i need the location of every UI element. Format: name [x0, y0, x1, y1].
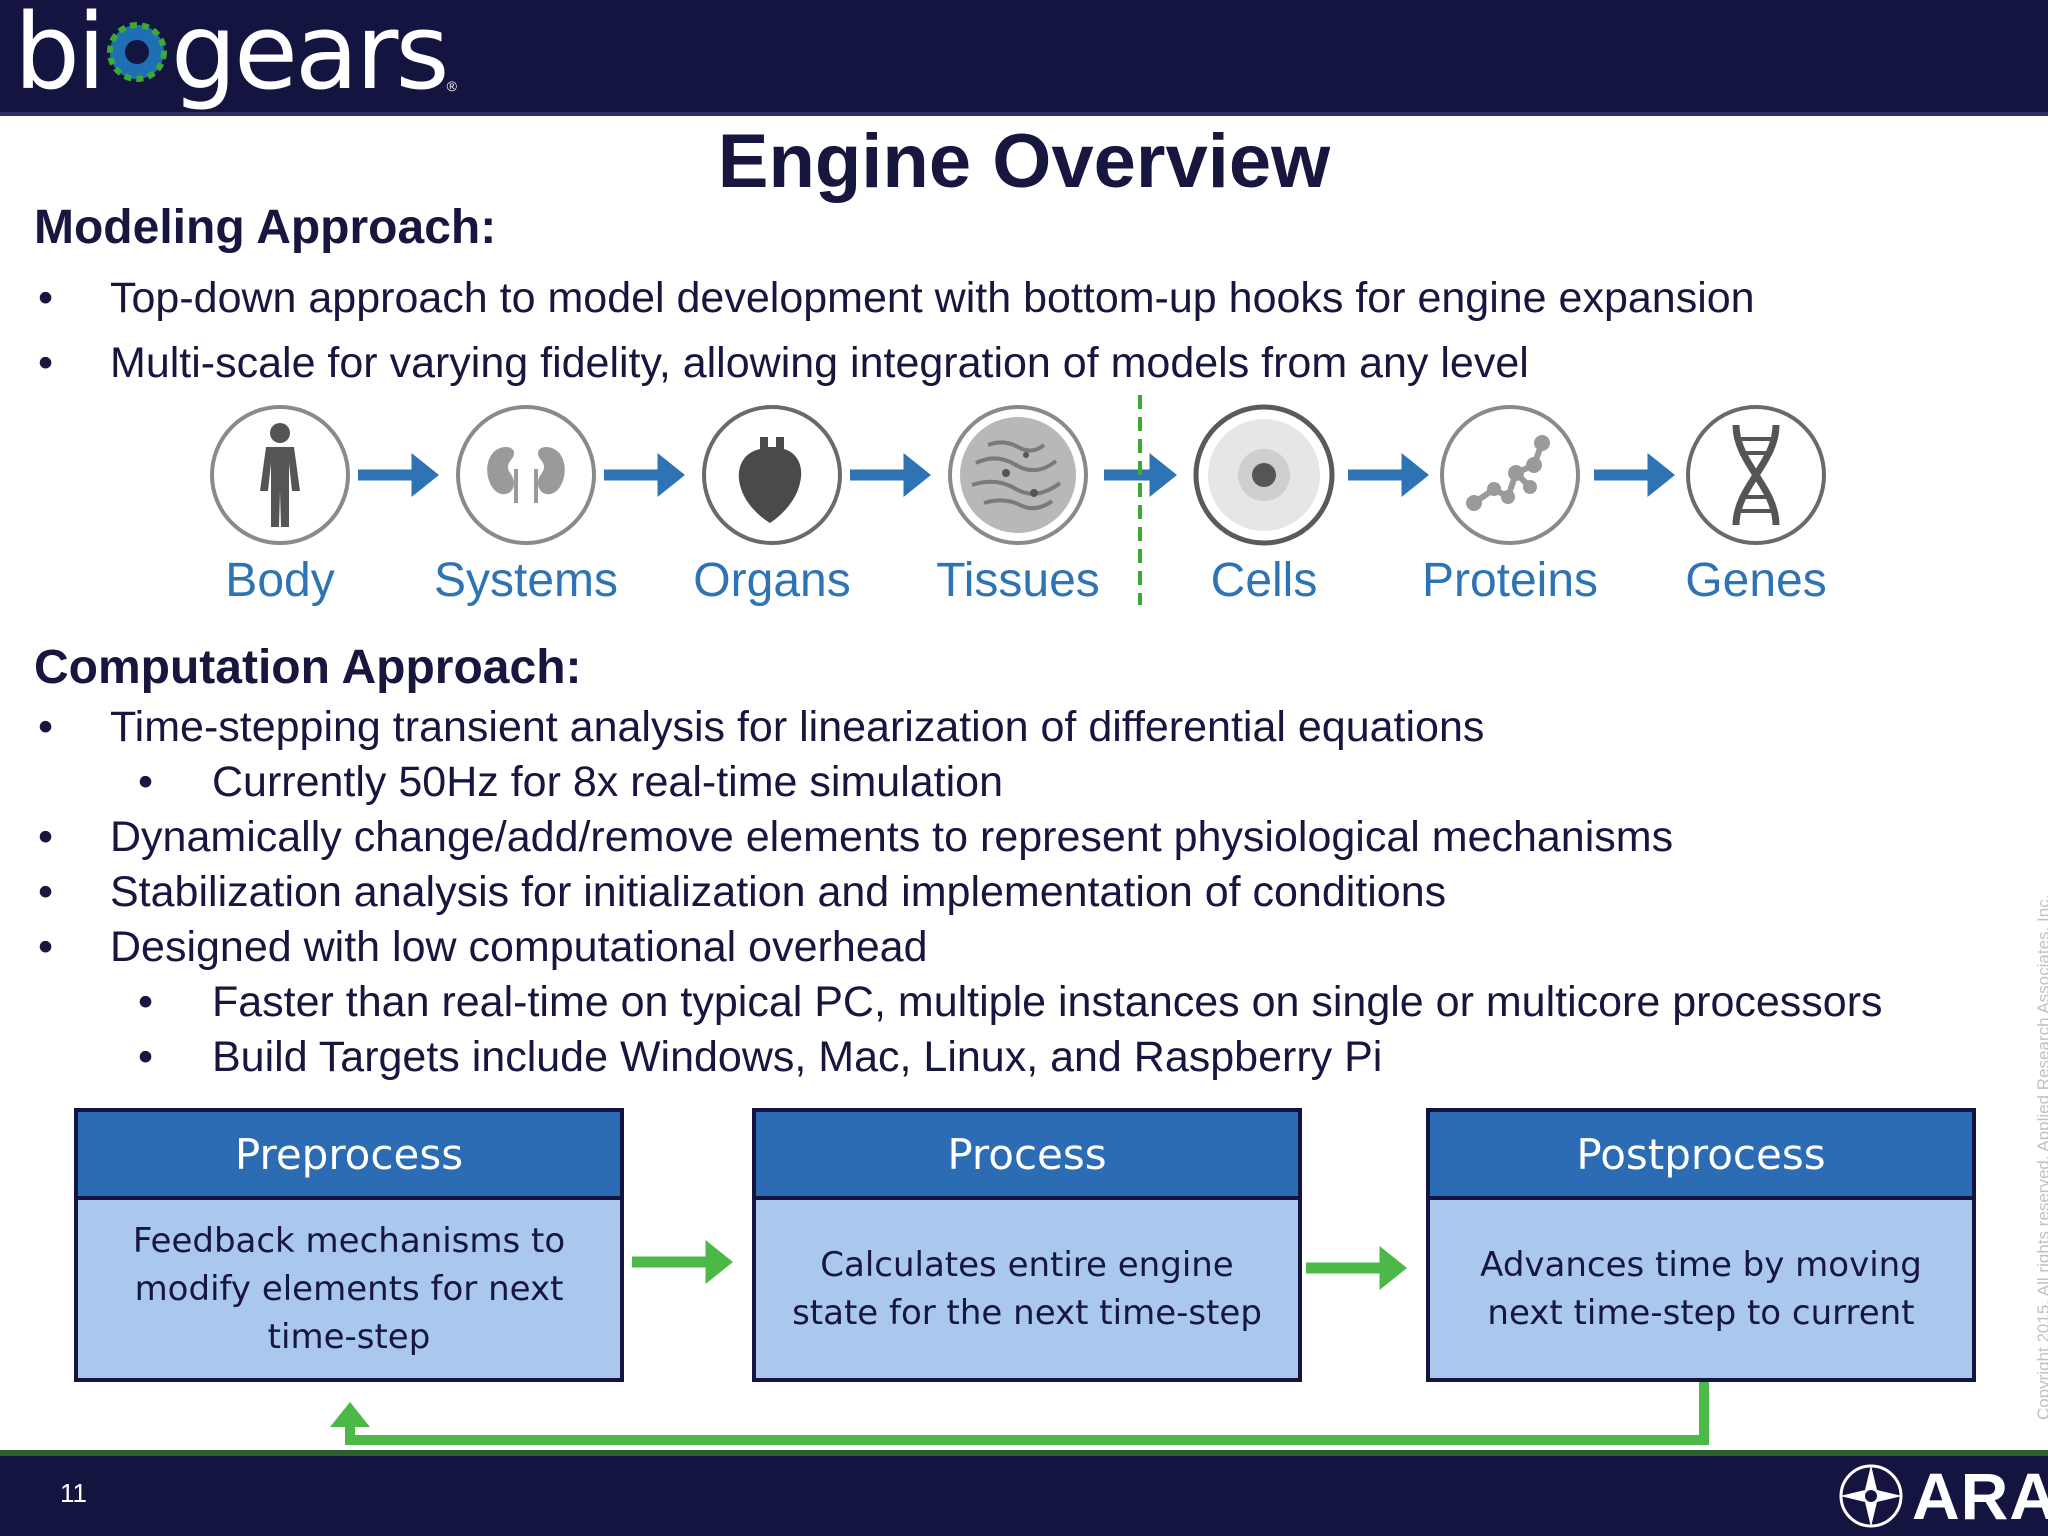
bullet-dot: •	[38, 813, 54, 861]
protein-icon	[1440, 405, 1580, 545]
computation-bullet-4: • Designed with low computational overhe…	[38, 923, 928, 972]
biogears-logo: bi gears ®	[14, 0, 457, 108]
bullet-text: Build Targets include Windows, Mac, Linu…	[212, 1033, 1383, 1081]
postprocess-description: Advances time by moving next time-step t…	[1480, 1245, 1922, 1333]
bullet-text: Dynamically change/add/remove elements t…	[110, 813, 1674, 861]
kidneys-icon	[456, 405, 596, 545]
bullet-text: Stabilization analysis for initializatio…	[110, 868, 1447, 916]
modeling-bullet-2: • Multi-scale for varying fidelity, allo…	[38, 339, 1529, 388]
scale-label-proteins: Proteins	[1421, 554, 1599, 607]
preprocess-description: Feedback mechanisms to modify elements f…	[132, 1221, 566, 1357]
bullet-dot: •	[138, 758, 154, 806]
bullet-dot: •	[38, 923, 54, 971]
bullet-dot: •	[38, 703, 54, 751]
registered-mark: ®	[446, 78, 457, 94]
computation-bullet-3: • Stabilization analysis for initializat…	[38, 868, 1447, 917]
ara-compass-icon	[1839, 1464, 1903, 1528]
postprocess-title: Postprocess	[1430, 1112, 1972, 1200]
footer-divider	[0, 1450, 2048, 1456]
arrow-feedback-loop	[330, 1382, 1709, 1445]
logo-text-right: gears	[170, 0, 450, 113]
modeling-bullet-1: • Top-down approach to model development…	[38, 274, 1755, 323]
bullet-dot: •	[38, 274, 54, 322]
bullet-text: Faster than real-time on typical PC, mul…	[212, 978, 1883, 1026]
process-description: Calculates entire engine state for the n…	[792, 1245, 1262, 1333]
bullet-dot: •	[38, 339, 54, 387]
computation-heading: Computation Approach:	[34, 641, 582, 694]
scale-label-tissues: Tissues	[936, 554, 1100, 607]
multi-scale-diagram: Body Systems Organs Tissues Cells Protei…	[0, 395, 2048, 625]
bullet-dot: •	[138, 1033, 154, 1081]
preprocess-title: Preprocess	[78, 1112, 620, 1200]
body-icon	[210, 405, 350, 545]
scale-label-genes: Genes	[1685, 554, 1827, 607]
bullet-dot: •	[138, 978, 154, 1026]
postprocess-box: Postprocess Advances time by moving next…	[1426, 1108, 1976, 1382]
process-title: Process	[756, 1112, 1298, 1200]
header-bar	[0, 0, 2048, 112]
bullet-text: Currently 50Hz for 8x real-time simulati…	[212, 758, 1003, 806]
header-divider	[0, 112, 2048, 116]
computation-bullet-2: • Dynamically change/add/remove elements…	[38, 813, 1674, 862]
scale-label-cells: Cells	[1210, 554, 1318, 607]
preprocess-box: Preprocess Feedback mechanisms to modify…	[74, 1108, 624, 1382]
ara-wordmark: ARA	[1912, 1459, 2048, 1533]
ara-logo: ARA	[1836, 1458, 2048, 1534]
dna-icon	[1686, 405, 1826, 545]
heart-icon	[702, 405, 842, 545]
bullet-text: Designed with low computational overhead	[110, 923, 928, 971]
cell-icon	[1193, 404, 1335, 546]
scale-label-organs: Organs	[693, 554, 851, 607]
computation-subbullet-2: • Faster than real-time on typical PC, m…	[138, 978, 1883, 1027]
bullet-dot: •	[38, 868, 54, 916]
footer-bar	[0, 1456, 2048, 1536]
scale-label-body: Body	[225, 554, 335, 607]
biogears-globe-icon	[106, 22, 167, 82]
computation-bullet-1: • Time-stepping transient analysis for l…	[38, 703, 1485, 752]
scale-arrows	[358, 395, 1675, 605]
logo-text-left: bi	[14, 0, 106, 113]
bullet-text: Time-stepping transient analysis for lin…	[110, 703, 1485, 751]
computation-subbullet-3: • Build Targets include Windows, Mac, Li…	[138, 1033, 1383, 1082]
process-box: Process Calculates entire engine state f…	[752, 1108, 1302, 1382]
scale-label-systems: Systems	[433, 554, 619, 607]
page-title: Engine Overview	[717, 119, 1331, 204]
bullet-text: Multi-scale for varying fidelity, allowi…	[110, 339, 1529, 387]
computation-subbullet-1: • Currently 50Hz for 8x real-time simula…	[138, 758, 1003, 807]
page-number: 11	[60, 1478, 87, 1508]
bullet-text: Top-down approach to model development w…	[110, 274, 1755, 322]
modeling-heading: Modeling Approach:	[34, 201, 497, 254]
copyright-notice: Copyright 2015. All rights reserved. App…	[2034, 894, 2048, 1420]
tissue-icon	[948, 405, 1088, 545]
